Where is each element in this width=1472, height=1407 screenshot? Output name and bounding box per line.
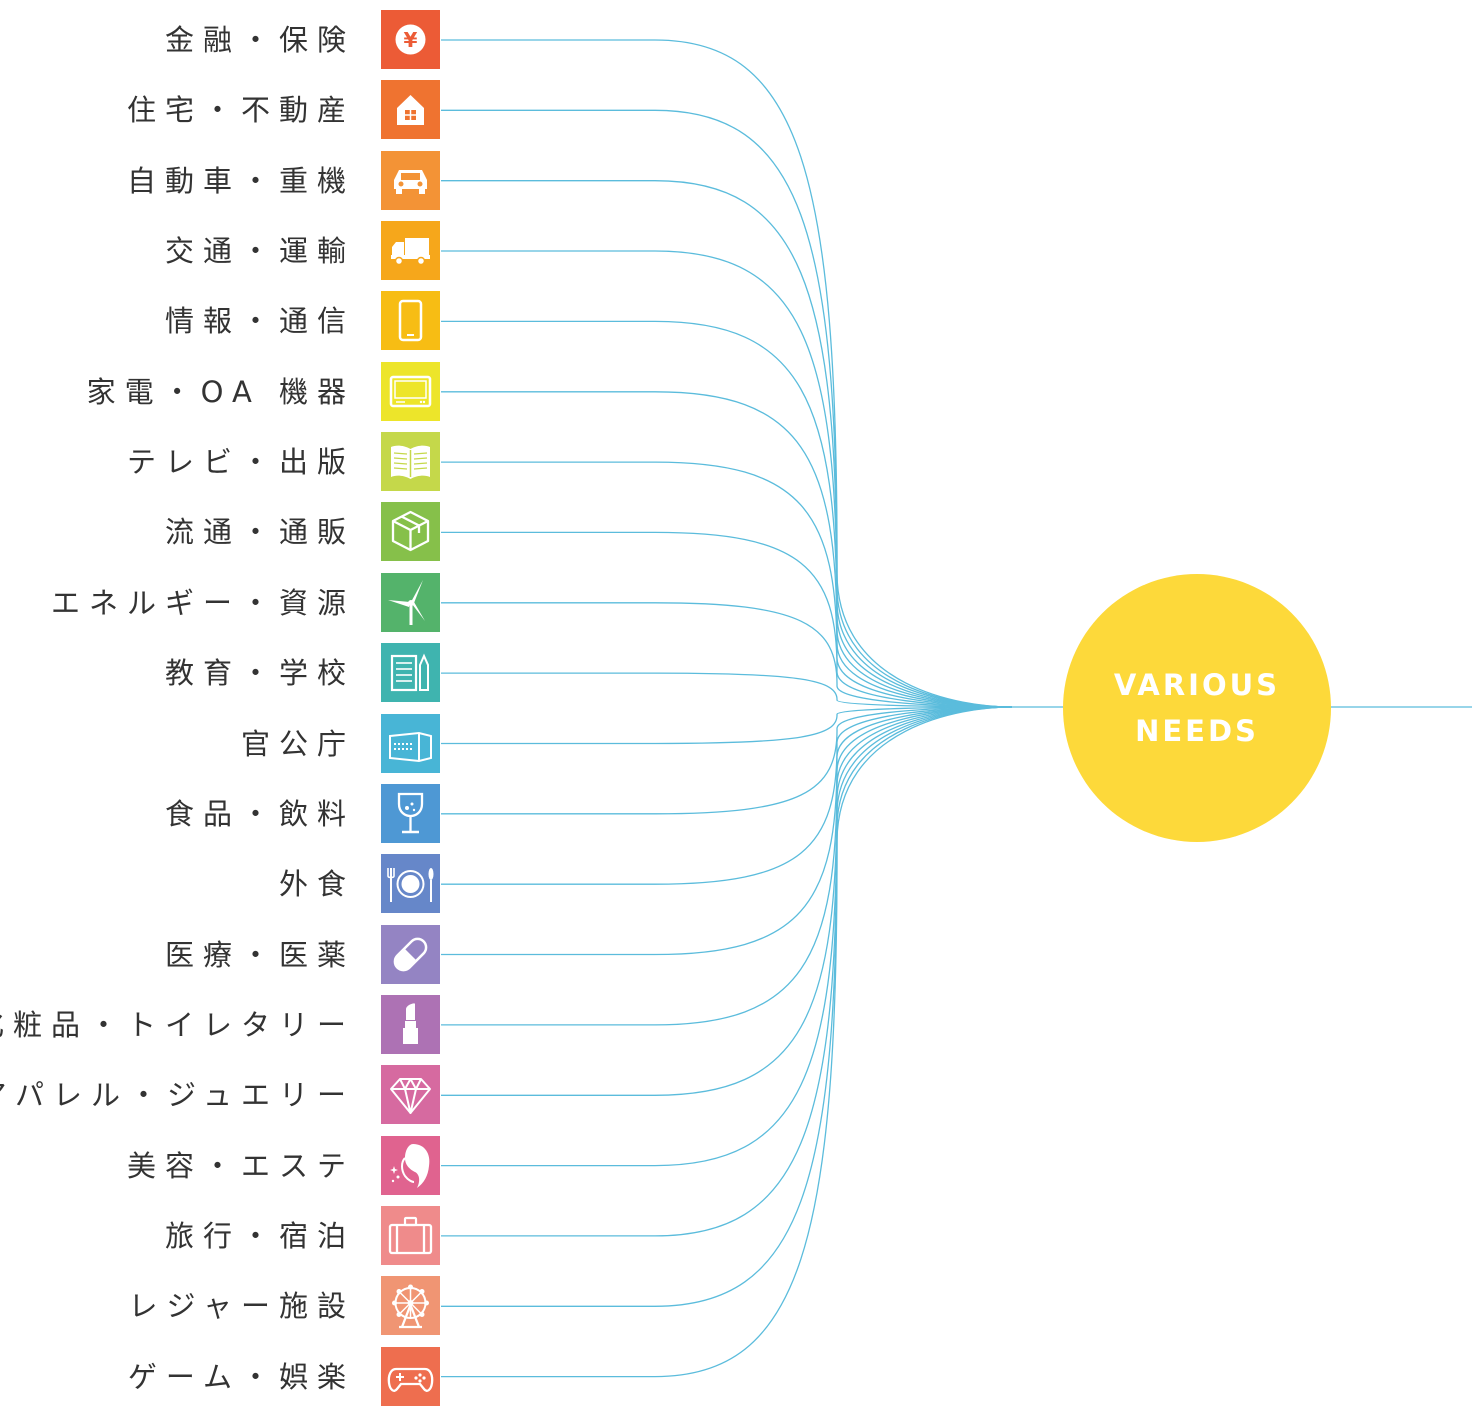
category-row: 官公庁: [0, 713, 440, 774]
hub-label-line2: NEEDS: [1135, 714, 1259, 748]
category-row: 医療・医薬: [0, 924, 440, 985]
category-row: 外食: [0, 854, 440, 914]
category-label: 旅行・宿泊: [164, 1218, 355, 1253]
category-label: 医療・医薬: [164, 937, 355, 972]
category-row: レジャー施設: [0, 1276, 440, 1336]
connector-line: [441, 461, 1013, 708]
category-row: 自動車・重機: [0, 150, 440, 211]
category-row: 美容・エステ: [0, 1135, 440, 1196]
suitcase-icon: [381, 1205, 440, 1265]
diamond-icon: [381, 1065, 440, 1125]
connector-line: [441, 320, 1013, 708]
category-row: 金融・保険 ¥: [0, 10, 440, 70]
notebook-pencil-icon: [381, 643, 440, 703]
box-icon: [381, 502, 440, 562]
book-icon: [381, 432, 440, 492]
various-needs-hub: VARIOUS NEEDS: [1063, 574, 1331, 842]
category-row: 情報・通信: [0, 291, 440, 351]
connector-line: [441, 706, 1013, 745]
connector-line: [441, 250, 1013, 708]
category-label: 食品・飲料: [164, 796, 355, 831]
category-label: 家電・OA 機器: [86, 374, 355, 409]
ferris-wheel-icon: [381, 1276, 440, 1336]
category-row: 旅行・宿泊: [0, 1205, 440, 1266]
connector-line: [441, 531, 1013, 708]
category-label: アパレル・ジュエリー: [0, 1078, 355, 1113]
plate-cutlery-icon: [381, 854, 440, 914]
category-label: 外食: [278, 867, 355, 902]
category-row: 家電・OA 機器: [0, 361, 440, 422]
category-row: アパレル・ジュエリー: [0, 1065, 440, 1125]
category-label: 美容・エステ: [126, 1148, 355, 1183]
category-label: 金融・保険: [164, 23, 355, 57]
connector-line: [441, 706, 1013, 1307]
monitor-icon: [381, 361, 440, 421]
category-label: レジャー施設: [128, 1289, 355, 1324]
gamepad-icon: [381, 1346, 440, 1406]
car-icon: [381, 150, 440, 210]
connector-line: [441, 706, 1013, 885]
connector-line: [441, 706, 1013, 1096]
category-label: 交通・運輸: [164, 234, 355, 269]
pill-icon: [381, 924, 440, 984]
category-label: 流通・通販: [164, 515, 355, 550]
category-label: エネルギー・資源: [50, 585, 355, 620]
connector-line: [441, 706, 1013, 1026]
svg-text:¥: ¥: [404, 28, 418, 52]
connector-line: [441, 109, 1013, 708]
category-row: エネルギー・資源: [0, 572, 440, 633]
wind-turbine-icon: [381, 572, 440, 632]
connector-line: [441, 706, 1013, 1378]
category-row: ゲーム・娯楽: [0, 1346, 440, 1407]
category-label: 教育・学校: [164, 656, 355, 691]
connector-line: [441, 672, 1013, 708]
connector-line: [441, 180, 1013, 708]
lipstick-icon: [381, 994, 440, 1054]
building-icon: [381, 713, 440, 773]
category-row: 教育・学校: [0, 643, 440, 703]
category-row: 交通・運輸: [0, 221, 440, 281]
category-label: 官公庁: [240, 726, 355, 761]
category-label: 住宅・不動産: [126, 93, 355, 128]
hub-label: VARIOUS NEEDS: [1114, 662, 1280, 754]
category-label: テレビ・出版: [126, 445, 355, 480]
category-label: 自動車・重機: [126, 163, 355, 198]
category-label: 情報・通信: [164, 304, 355, 339]
yen-coin-icon: ¥: [381, 10, 440, 69]
category-row: テレビ・出版: [0, 432, 440, 492]
category-row: 住宅・不動産: [0, 80, 440, 140]
connector-line: [441, 391, 1013, 708]
connector-line: [441, 706, 1013, 1167]
smartphone-icon: [381, 291, 440, 351]
connector-line: [441, 602, 1013, 708]
truck-icon: [381, 221, 440, 281]
woman-face-icon: [381, 1135, 440, 1195]
category-row: 化粧品・トイレタリー: [0, 994, 440, 1055]
connector-line: [441, 39, 1013, 708]
connector-line: [441, 706, 1013, 1237]
category-label: 化粧品・トイレタリー: [0, 1007, 355, 1042]
category-label: ゲーム・娯楽: [127, 1359, 355, 1394]
category-row: 流通・通販: [0, 502, 440, 562]
wine-glass-icon: [381, 783, 440, 843]
hub-label-line1: VARIOUS: [1113, 668, 1281, 702]
category-row: 食品・飲料: [0, 783, 440, 844]
connector-line: [441, 706, 1013, 815]
house-icon: [381, 80, 440, 140]
